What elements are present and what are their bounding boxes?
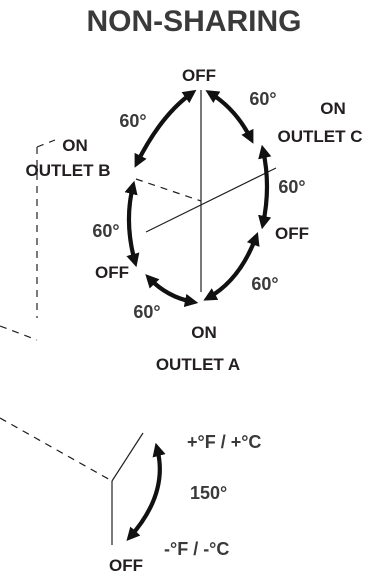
minus-temp-label: -°F / -°C: [164, 539, 229, 559]
arc-off-to-outlet-c: [205, 90, 254, 144]
temp-angle-label: 150°: [190, 483, 227, 503]
angle-label-3: 60°: [92, 221, 119, 241]
plus-temp-label: +°F / +°C: [187, 432, 261, 452]
outlet-rotation-diagram: OFF ON OUTLET C ON OUTLET B OFF OFF ON O…: [0, 66, 363, 374]
angle-label-4: 60°: [278, 177, 305, 197]
temp-dash-line: [0, 417, 113, 482]
diagonal-axis: [145, 167, 277, 233]
temp-handle-line: [111, 432, 144, 482]
right-off-label: OFF: [275, 224, 309, 243]
angle-label-2: 60°: [249, 89, 276, 109]
top-off-label: OFF: [182, 66, 216, 85]
frame-bottom-dash: [0, 325, 38, 341]
bottom-off-label: OFF: [109, 556, 143, 575]
temperature-rotation-diagram: +°F / +°C 150° -°F / -°C OFF: [0, 417, 261, 575]
outlet-a-on-label: ON: [191, 323, 217, 342]
angle-label-6: 60°: [251, 274, 278, 294]
frame-top-dash: [36, 139, 56, 148]
outlet-c-label: OUTLET C: [278, 127, 363, 146]
outlet-b-label: OUTLET B: [26, 161, 111, 180]
temp-arc: [126, 442, 166, 542]
arc-off-to-outlet-b: [134, 89, 197, 168]
diagram-title: NON-SHARING: [87, 5, 302, 38]
outlet-c-on-label: ON: [320, 99, 346, 118]
outlet-a-label: OUTLET A: [156, 355, 240, 374]
angle-label-5: 60°: [133, 302, 160, 322]
arc-outlet-c-to-off: [258, 144, 272, 230]
arc-off-to-outlet-a-right: [203, 231, 260, 301]
outlet-b-on-label: ON: [62, 136, 88, 155]
arc-off-to-outlet-a: [145, 274, 199, 308]
arc-outlet-b-to-off: [124, 180, 140, 268]
outlet-b-dash-line: [135, 178, 202, 202]
angle-label-1: 60°: [119, 111, 146, 131]
left-off-label: OFF: [95, 263, 129, 282]
